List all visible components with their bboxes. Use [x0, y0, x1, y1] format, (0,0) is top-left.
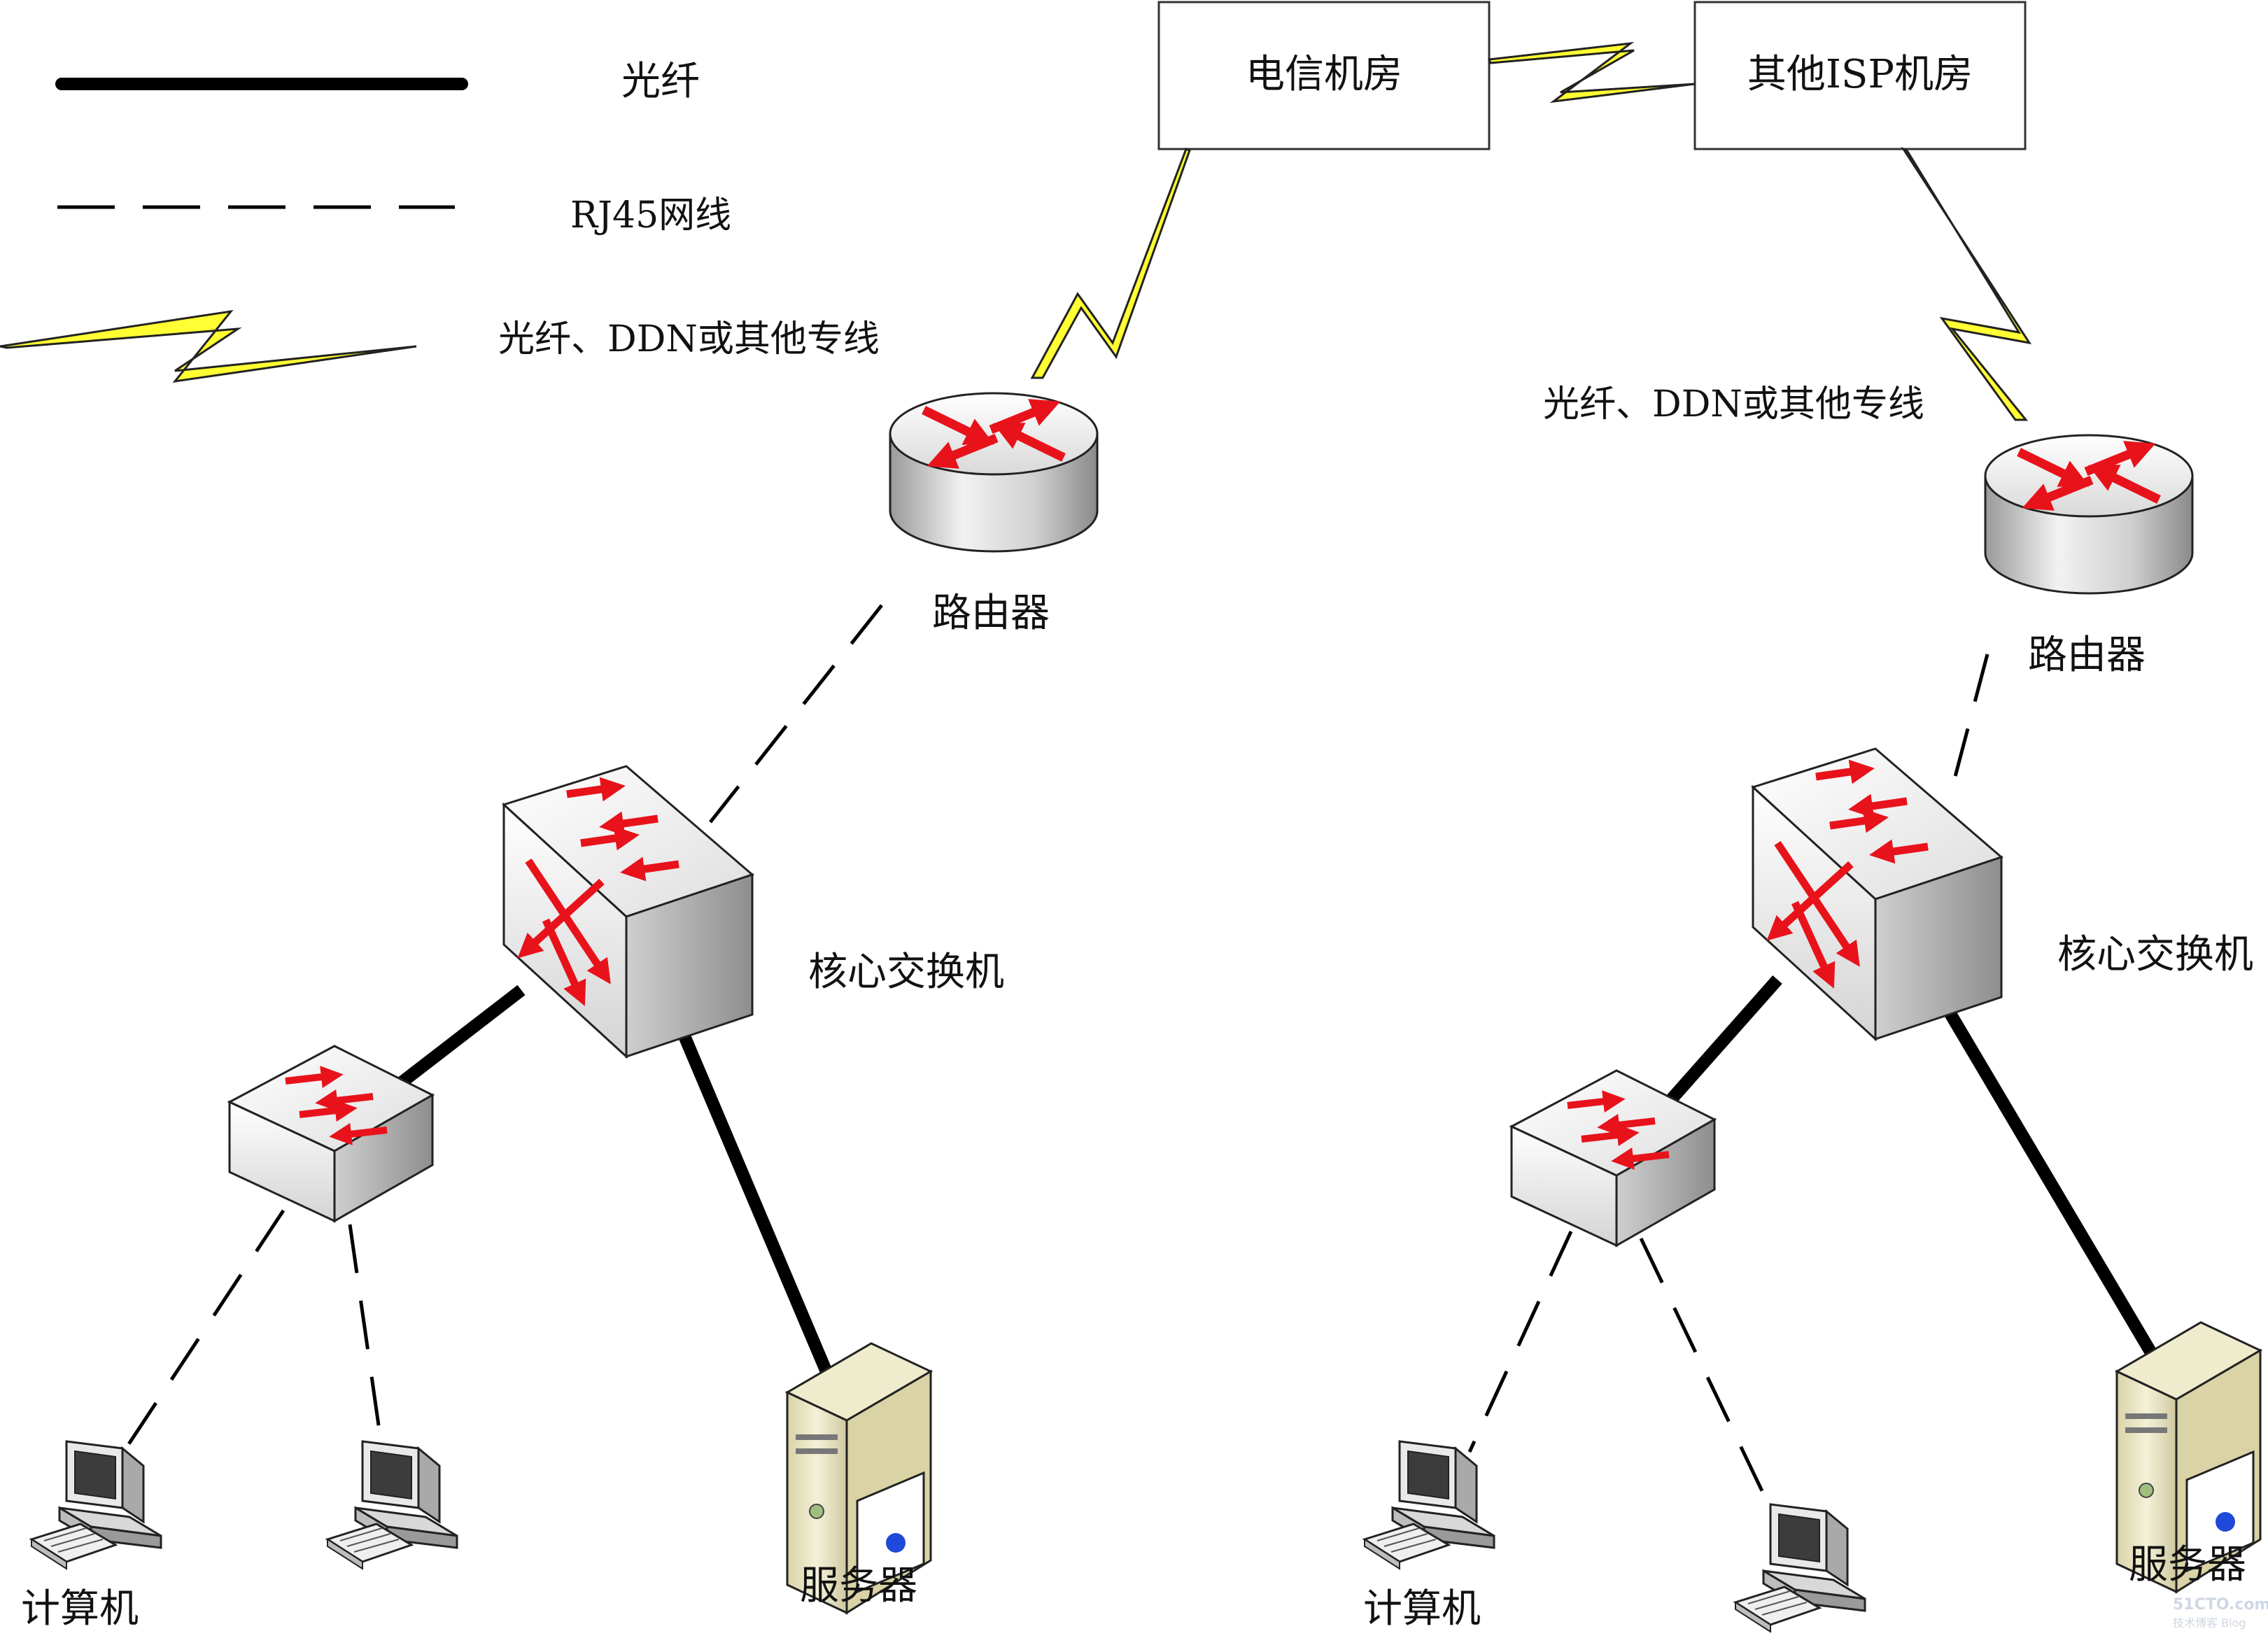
computer-icon [1363, 1440, 1495, 1570]
lightning-icon [1901, 146, 2032, 421]
lightning-icon [1030, 148, 1191, 379]
isp-telecom-box: 电信机房 [1157, 1, 1491, 150]
right-router-core-link [1950, 654, 1989, 788]
left-computer-label: 计算机 [21, 1586, 139, 1632]
right-core-switch-label: 核心交换机 [2057, 932, 2253, 977]
left-server-label: 服务器 [800, 1563, 917, 1609]
router-icon [890, 393, 1097, 551]
left-router-core-link [709, 604, 883, 824]
left-core-switch-label: 核心交换机 [808, 949, 1004, 995]
legend: 光纤 RJ45网线 光纤、DDN或其他专线 [0, 59, 880, 383]
access-switch-icon [230, 1046, 432, 1221]
legend-leased-label: 光纤、DDN或其他专线 [498, 318, 880, 360]
lightning-icon [1487, 41, 1696, 104]
computer-icon [326, 1440, 458, 1570]
watermark-site: 51CTO.com [2173, 1596, 2268, 1614]
right-router-label: 路由器 [2028, 633, 2146, 678]
isp-telecom-label: 电信机房 [1246, 52, 1402, 97]
right-access-pc1-link [1467, 1230, 1573, 1453]
right-core-access-link [1664, 975, 1782, 1106]
legend-fiber-label: 光纤 [621, 59, 700, 104]
watermark-sub: 技术博客 Blog [2173, 1616, 2246, 1630]
router-icon [1985, 435, 2192, 593]
core-switch-icon [504, 766, 752, 1057]
computer-icon [1734, 1503, 1866, 1633]
access-switch-icon [1512, 1071, 1714, 1245]
isp-other-label: 其他ISP机房 [1747, 52, 1973, 97]
left-access-pc1-link [117, 1209, 286, 1460]
left-router-label: 路由器 [932, 591, 1050, 636]
computer-icon [30, 1440, 162, 1570]
core-switch-icon [1753, 749, 2001, 1039]
isp-other-box: 其他ISP机房 [1693, 1, 2027, 150]
right-computer-label: 计算机 [1363, 1586, 1481, 1632]
right-core-server-link [1933, 990, 2157, 1357]
right-leased-label: 光纤、DDN或其他专线 [1543, 383, 1924, 425]
lightning-icon [0, 309, 417, 383]
watermark: 51CTO.com 技术博客 Blog [2173, 1596, 2268, 1630]
left-access-pc2-link [348, 1224, 383, 1446]
left-core-server-link [669, 1012, 836, 1381]
left-core-access-link [395, 984, 526, 1090]
legend-rj45-label: RJ45网线 [570, 195, 731, 236]
right-server-label: 服务器 [2129, 1542, 2246, 1588]
right-access-pc2-link [1639, 1237, 1766, 1495]
